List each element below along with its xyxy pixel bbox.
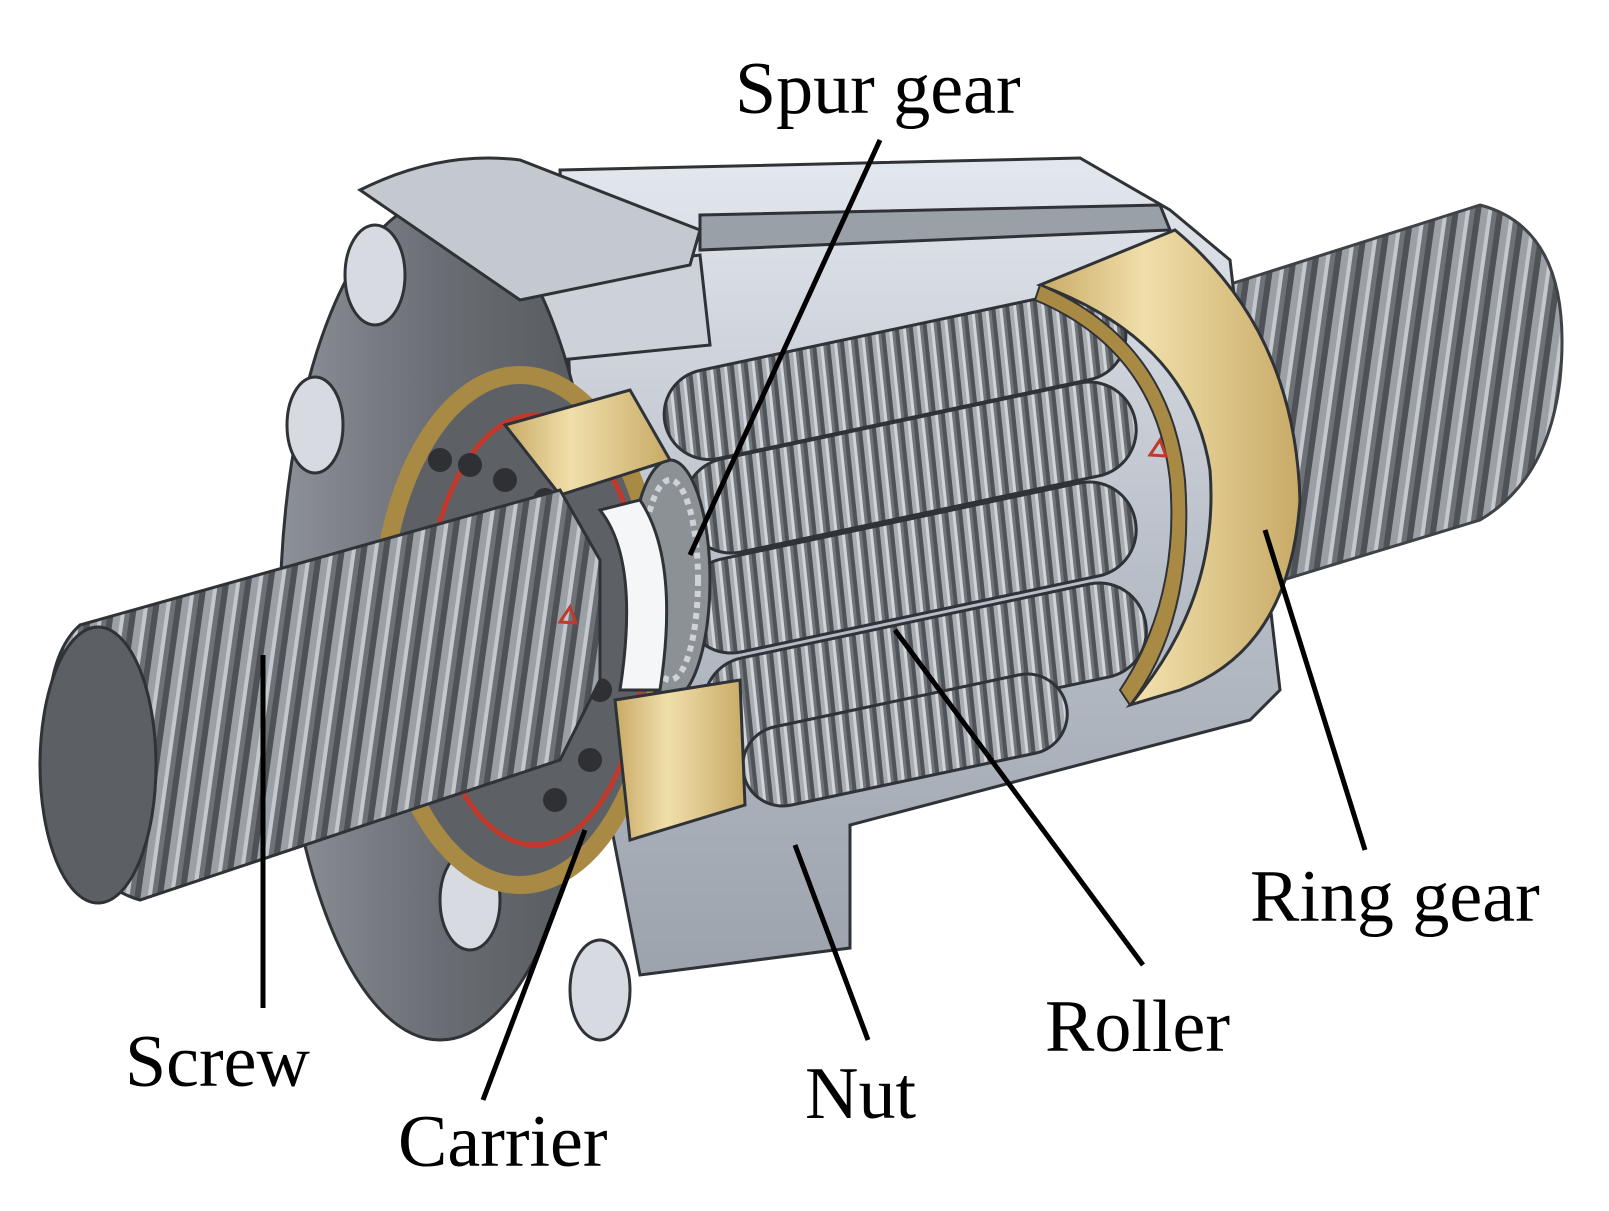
- leader-nut: [792, 844, 871, 1041]
- screw-left-shaft: [38, 488, 602, 905]
- label-nut: Nut: [805, 1053, 916, 1135]
- spur-gear: [597, 458, 712, 702]
- label-ring-gear: Ring gear: [1250, 856, 1540, 938]
- leader-spur-gear: [687, 138, 883, 557]
- label-spur-gear: Spur gear: [735, 48, 1021, 130]
- bolt-hole: [343, 223, 407, 327]
- leader-carrier: [480, 829, 588, 1101]
- bolt-hole: [285, 375, 345, 475]
- label-carrier: Carrier: [398, 1101, 608, 1183]
- carrier-insert: [502, 388, 747, 842]
- label-screw: Screw: [125, 1021, 310, 1103]
- leader-roller: [892, 628, 1146, 967]
- leader-lines: [260, 138, 1368, 1101]
- bolt-hole: [568, 938, 632, 1042]
- leader-ring-gear: [1262, 529, 1368, 851]
- ring-gear: [1033, 228, 1302, 708]
- label-roller: Roller: [1045, 986, 1230, 1068]
